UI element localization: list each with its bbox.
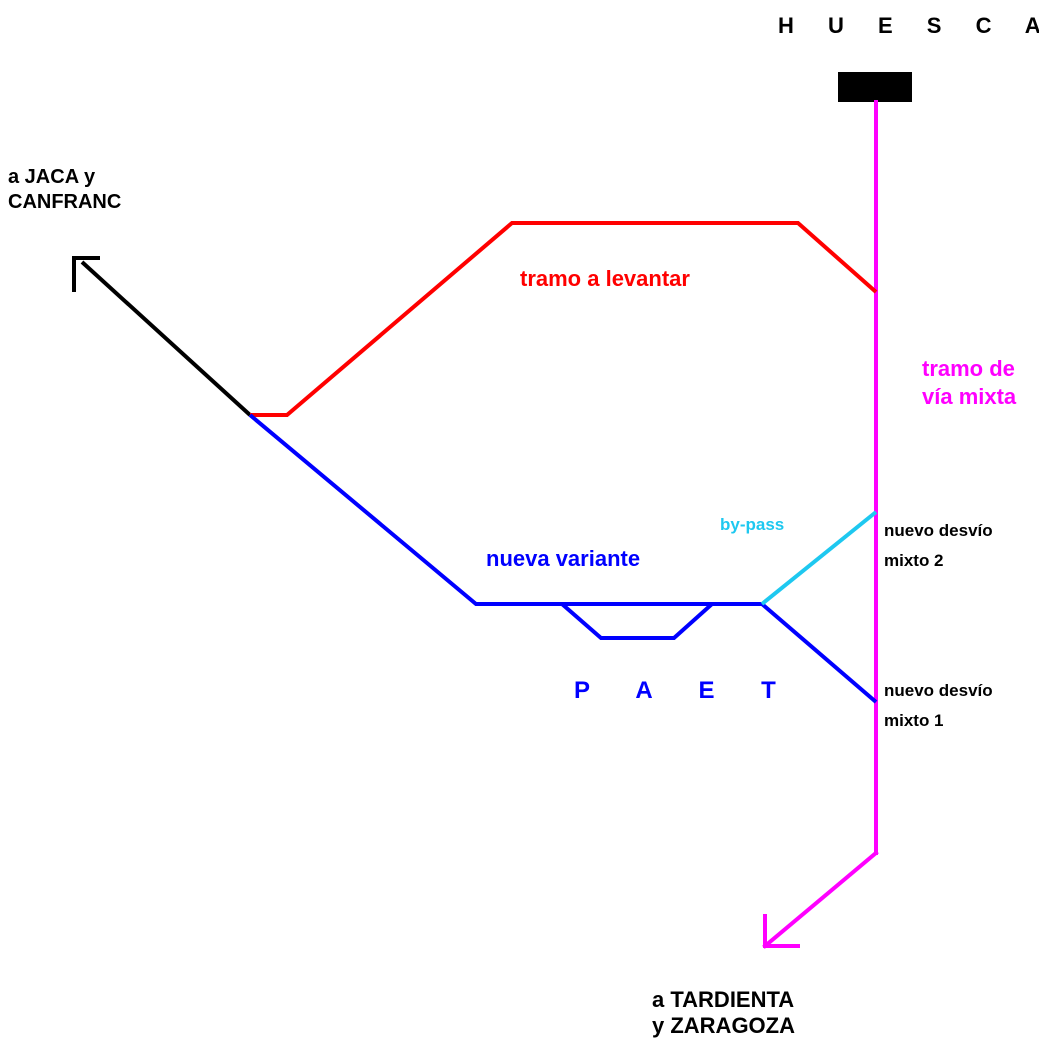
desvio1-label-line1: nuevo desvío: [884, 681, 993, 700]
jaca-label-line2: CANFRANC: [8, 191, 122, 213]
tramo-a-levantar-track: [250, 221, 878, 417]
track-to-jaca: [72, 256, 252, 417]
desvio-mixto-1-label: nuevo desvío mixto 1: [884, 676, 993, 736]
via-mixta-track: [762, 100, 879, 949]
tramo-via-mixta-label: tramo de vía mixta: [922, 355, 1016, 410]
desvio1-label-line2: mixto 1: [884, 710, 944, 730]
desvio-mixto-2-label: nuevo desvío mixto 2: [884, 516, 993, 576]
tardienta-label-line1: a TARDIENTA: [652, 987, 795, 1012]
huesca-station-block: [838, 72, 912, 102]
mixta-label-line1: tramo de: [922, 356, 1015, 381]
tardienta-label-line2: y ZARAGOZA: [652, 1013, 795, 1039]
tardienta-zaragoza-label: a TARDIENTA y ZARAGOZA: [652, 987, 795, 1040]
paet-label: P A E T: [574, 677, 796, 704]
bypass-label: by-pass: [720, 515, 785, 534]
desvio2-label-line1: nuevo desvío: [884, 521, 993, 540]
nueva-variante-label: nueva variante: [486, 546, 641, 571]
mixta-label-line2: vía mixta: [922, 383, 1017, 409]
desvio2-label-line2: mixto 2: [884, 550, 944, 570]
jaca-label-line1: a JACA y: [8, 166, 96, 188]
bypass-track: [760, 510, 878, 606]
jaca-canfranc-label: a JACA y CANFRANC: [8, 165, 121, 215]
tramo-a-levantar-label: tramo a levantar: [520, 266, 690, 291]
huesca-label: H U E S C A: [778, 13, 1039, 38]
nueva-variante-track: [248, 413, 878, 704]
